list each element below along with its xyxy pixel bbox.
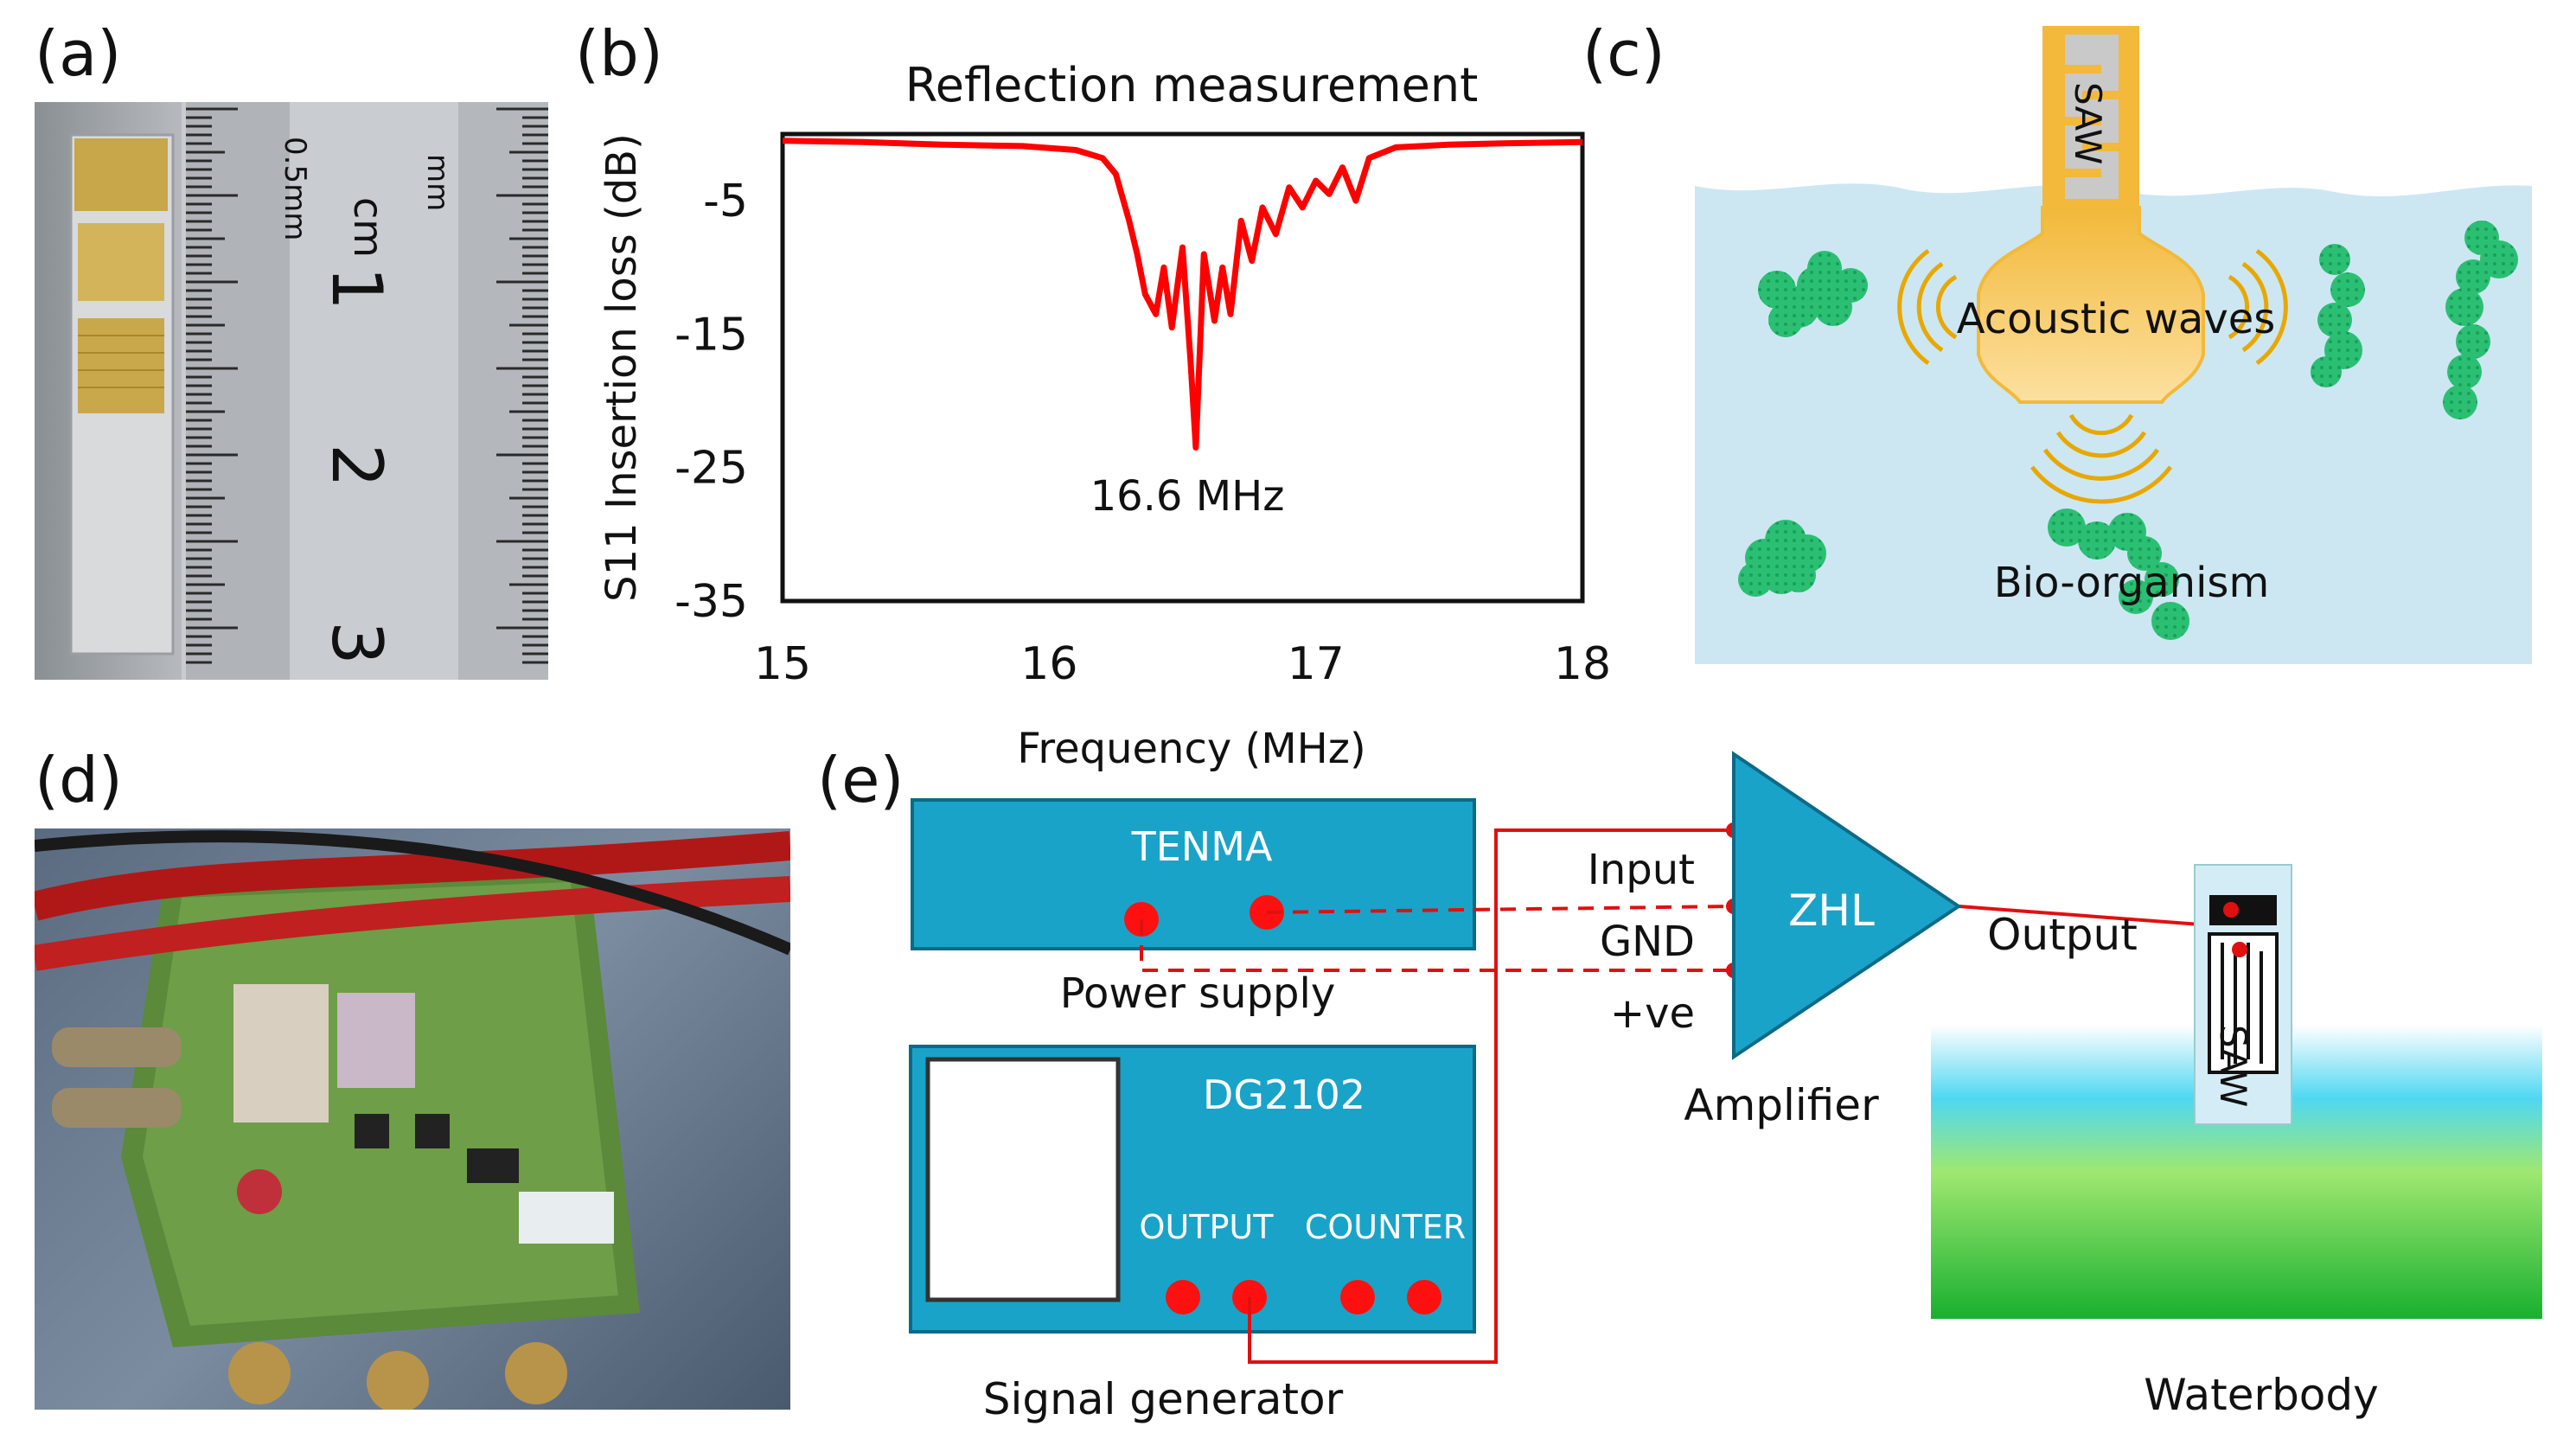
saw-label: SAW bbox=[2067, 82, 2109, 164]
peak-annotation: 16.6 MHz bbox=[1090, 472, 1285, 521]
series-line-0 bbox=[782, 138, 1583, 451]
x-tick-label: 16 bbox=[1020, 638, 1077, 690]
waterbody-label: Waterbody bbox=[2144, 1370, 2378, 1420]
ruler-label-mm: mm bbox=[420, 154, 455, 211]
ruler-label-cm: cm bbox=[345, 197, 392, 258]
ruler-label-3: 3 bbox=[316, 621, 397, 665]
signal-generator-screen bbox=[925, 1057, 1121, 1302]
acoustic-waves-label: Acoustic waves bbox=[1957, 295, 2276, 343]
x-tick-label: 18 bbox=[1554, 638, 1611, 690]
amplifier-label: Amplifier bbox=[1684, 1080, 1879, 1130]
y-axis-label: S11 Insertion loss (dB) bbox=[598, 133, 646, 602]
x-tick-label: 15 bbox=[754, 638, 811, 690]
measurement-setup-diagram: TENMA Power supply DG2102 OUTPUT COUNTER… bbox=[909, 751, 2542, 1424]
x-tick-label: 17 bbox=[1288, 638, 1345, 690]
bio-organism-cluster-icon bbox=[1738, 221, 2518, 640]
panel-label-b: (b) bbox=[575, 17, 663, 90]
input-label: Input bbox=[1588, 846, 1695, 894]
acoustic-wave-icon bbox=[1897, 248, 2288, 504]
output-label: Output bbox=[1987, 910, 2138, 960]
panel-label-a: (a) bbox=[35, 17, 122, 90]
saw-chip-label: SAW bbox=[2212, 1025, 2254, 1107]
sg-counter-terminal-1 bbox=[1340, 1280, 1375, 1314]
y-tick-label: -25 bbox=[674, 443, 748, 495]
power-supply-label: Power supply bbox=[1060, 969, 1336, 1018]
y-tick-label: -15 bbox=[674, 309, 748, 361]
counter-port-label: COUNTER bbox=[1305, 1208, 1466, 1246]
gnd-label: GND bbox=[1600, 918, 1695, 966]
plot-frame bbox=[780, 131, 1585, 604]
power-supply-box bbox=[911, 798, 1476, 950]
sg-counter-terminal-2 bbox=[1407, 1280, 1441, 1314]
acoustic-horn-icon bbox=[1977, 206, 2205, 404]
x-axis-label: Frequency (MHz) bbox=[1017, 725, 1365, 773]
schematic-water-saw: SAW Acoustic waves Bio-organism bbox=[1695, 26, 2532, 665]
output-port-label: OUTPUT bbox=[1140, 1208, 1275, 1246]
amplifier-triangle-icon bbox=[1732, 751, 1962, 1060]
ruler-label-half-mm: 0.5mm bbox=[278, 137, 312, 240]
photo-saw-device-on-ruler: mm 0.5mm cm 1 2 3 bbox=[35, 102, 548, 680]
sg-output-terminal-1 bbox=[1166, 1280, 1200, 1314]
panel-label-e: (e) bbox=[817, 744, 904, 816]
bio-organism-label: Bio-organism bbox=[1994, 559, 2269, 607]
signal-generator-model: DG2102 bbox=[1203, 1071, 1365, 1118]
amplifier-model: ZHL bbox=[1788, 886, 1875, 936]
panel-label-c: (c) bbox=[1582, 17, 1665, 90]
ruler-label-1: 1 bbox=[316, 266, 397, 310]
y-tick-label: -5 bbox=[703, 176, 748, 227]
y-tick-label: -35 bbox=[674, 576, 748, 628]
chart-reflection: Reflection measurement 15 16 17 18 -5 -15 -25 -… bbox=[598, 58, 1611, 773]
signal-generator-label: Signal generator bbox=[983, 1374, 1344, 1424]
water-body bbox=[1695, 183, 2532, 665]
photo-pcb-switch-board bbox=[35, 828, 790, 1410]
chart-title: Reflection measurement bbox=[905, 58, 1479, 112]
power-supply-brand: TENMA bbox=[1131, 823, 1273, 870]
ve-label: +ve bbox=[1610, 989, 1695, 1038]
panel-label-d: (d) bbox=[35, 744, 123, 816]
ruler-label-2: 2 bbox=[316, 444, 397, 488]
